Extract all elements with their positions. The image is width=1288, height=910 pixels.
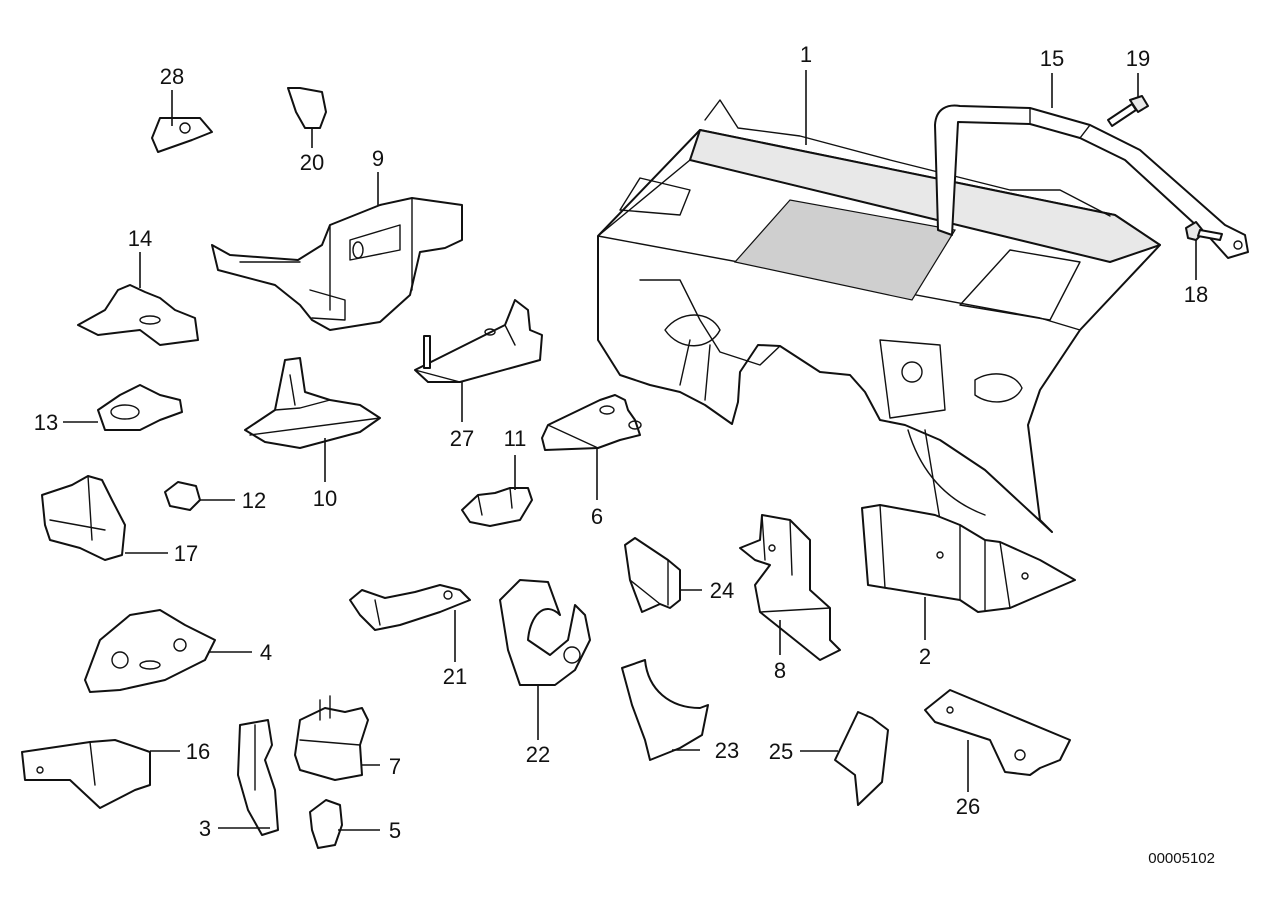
callout-16: 16 [186,739,210,764]
callout-19: 19 [1126,46,1150,71]
part-23-bracket[interactable] [621,659,709,761]
part-25-bracket[interactable] [834,711,889,806]
callout-2: 2 [919,644,931,669]
callout-6: 6 [591,504,603,529]
part-22-bracket[interactable] [499,579,591,686]
part-3-bracket[interactable] [237,719,279,836]
part-17-bracket[interactable] [41,475,126,561]
part-26-bracket[interactable] [924,689,1071,776]
callout-7: 7 [389,754,401,779]
part-10-bracket[interactable] [244,357,381,449]
part-21-bracket[interactable] [349,584,471,631]
part-1-bulkhead[interactable] [597,99,1161,533]
callout-3: 3 [199,816,211,841]
part-14-bracket[interactable] [77,284,199,346]
callout-8: 8 [774,658,786,683]
part-19-bolt[interactable] [1107,95,1149,127]
part-2-bracket[interactable] [861,504,1076,613]
part-13-bracket[interactable] [97,384,183,431]
callout-23: 23 [715,738,739,763]
callout-26: 26 [956,794,980,819]
part-4-bracket[interactable] [84,609,216,693]
callout-9: 9 [372,146,384,171]
part-12-clip[interactable] [164,481,201,511]
callout-25: 25 [769,739,793,764]
part-8-bracket[interactable] [739,514,841,661]
part-27-support[interactable] [414,299,543,383]
callout-14: 14 [128,226,152,251]
part-7-bracket[interactable] [294,695,369,781]
part-11-clip[interactable] [461,487,533,527]
part-24-bracket[interactable] [624,537,681,613]
callout-27: 27 [450,426,474,451]
part-15-strut-brace[interactable] [934,104,1249,259]
callout-17: 17 [174,541,198,566]
part-20-clip[interactable] [287,87,327,129]
part-6-bracket[interactable] [541,394,642,451]
callout-1: 1 [800,42,812,67]
callout-15: 15 [1040,46,1064,71]
callout-20: 20 [300,150,324,175]
callout-labels: 1 2 3 4 5 6 7 8 9 10 11 12 13 14 15 16 1… [34,42,1208,843]
leader-lines [63,70,1197,831]
part-18-bolt[interactable] [1185,221,1223,241]
part-28-nut-plate[interactable] [151,117,213,153]
callout-22: 22 [526,742,550,767]
callout-13: 13 [34,410,58,435]
callout-12: 12 [242,488,266,513]
diagram-id-code: 00005102 [1148,850,1215,867]
part-16-bracket[interactable] [21,739,151,809]
callout-24: 24 [710,578,734,603]
part-5-clip[interactable] [309,799,343,849]
callout-21: 21 [443,664,467,689]
callout-10: 10 [313,486,337,511]
callout-18: 18 [1184,282,1208,307]
part-9-bracket[interactable] [211,197,463,331]
callout-11: 11 [504,426,527,451]
callout-4: 4 [260,640,272,665]
callout-5: 5 [389,818,401,843]
callout-28: 28 [160,64,184,89]
